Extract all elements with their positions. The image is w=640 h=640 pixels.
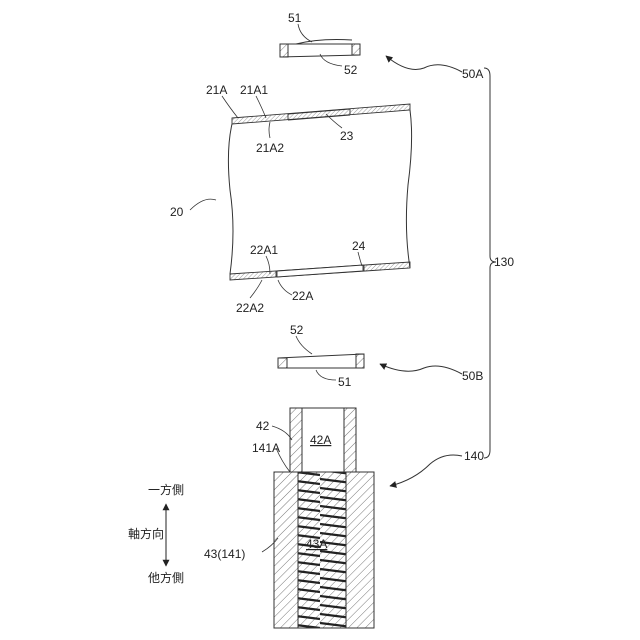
leader-42 bbox=[272, 426, 292, 440]
arrow-50B bbox=[380, 364, 462, 374]
label-20: 20 bbox=[170, 205, 184, 219]
label-50A: 50A bbox=[462, 67, 483, 81]
label-52-bot: 52 bbox=[290, 323, 304, 337]
arrow-140 bbox=[390, 455, 462, 486]
label-22A: 22A bbox=[292, 289, 313, 303]
leader-52-bot bbox=[296, 336, 312, 354]
label-one-side: 一方側 bbox=[148, 482, 184, 497]
label-43-141: 43(141) bbox=[204, 547, 245, 561]
label-axial-direction: 軸方向 bbox=[128, 526, 164, 541]
label-24: 24 bbox=[352, 239, 366, 253]
label-23: 23 bbox=[340, 129, 354, 143]
label-22A1: 22A1 bbox=[250, 243, 278, 257]
label-51-bot: 51 bbox=[338, 375, 352, 389]
leader-22A bbox=[278, 280, 292, 295]
leader-21A1 bbox=[256, 96, 266, 118]
leader-21A bbox=[222, 96, 238, 118]
label-51-top: 51 bbox=[288, 11, 302, 25]
leader-22A2 bbox=[250, 280, 262, 298]
leader-24 bbox=[358, 252, 362, 266]
leader-51-bot bbox=[316, 370, 336, 380]
label-21A2: 21A2 bbox=[256, 141, 284, 155]
bottom-ring-member bbox=[278, 354, 364, 368]
label-21A1: 21A1 bbox=[240, 83, 268, 97]
label-50B: 50B bbox=[462, 369, 483, 383]
label-21A: 21A bbox=[206, 83, 227, 97]
label-52-top: 52 bbox=[344, 63, 358, 77]
label-42A: 42A bbox=[310, 433, 331, 447]
leader-51-top bbox=[298, 24, 312, 42]
label-140: 140 bbox=[464, 449, 484, 463]
label-43A: 43A bbox=[306, 537, 327, 551]
label-22A2: 22A2 bbox=[236, 301, 264, 315]
label-other-side: 他方側 bbox=[148, 570, 184, 585]
label-42: 42 bbox=[256, 419, 270, 433]
label-130: 130 bbox=[494, 255, 514, 269]
leader-20 bbox=[190, 199, 216, 210]
label-141A: 141A bbox=[252, 441, 280, 455]
arrow-50A bbox=[386, 56, 462, 72]
leader-21A2 bbox=[269, 122, 270, 138]
